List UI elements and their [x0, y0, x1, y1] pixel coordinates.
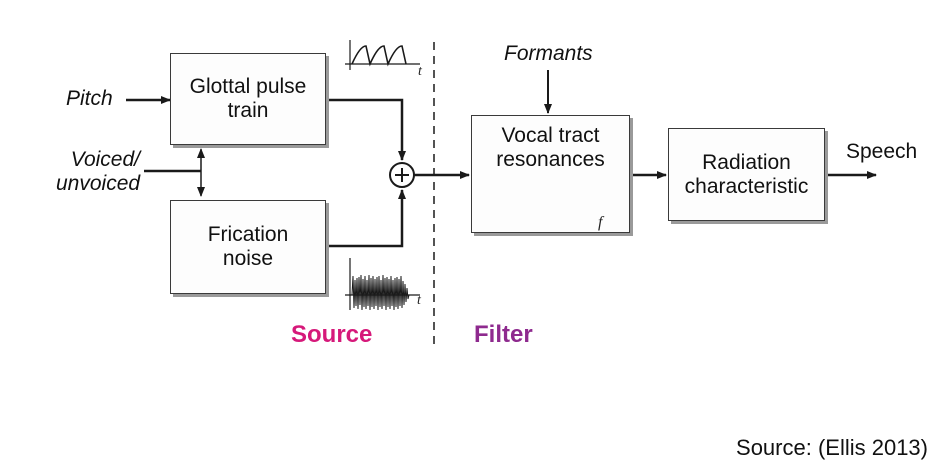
glottal-to-sum-line: [327, 98, 406, 161]
radiation-label-line2: characteristic: [684, 174, 809, 198]
glottal-label-line2: train: [227, 99, 269, 122]
voiced-label-line1: Voiced/: [70, 148, 140, 171]
source-section-label: Source: [291, 321, 373, 348]
pitch-label: Pitch: [66, 87, 113, 110]
vocal-label-line1: Vocal tract: [501, 124, 600, 147]
formants-label: Formants: [504, 42, 593, 65]
voiced-label-line2: unvoiced: [56, 172, 141, 195]
glottal-label-line1: Glottal pulse: [189, 75, 307, 98]
voiced-label: Voiced/ unvoiced: [56, 148, 140, 196]
glottal-t-label: t: [418, 64, 422, 79]
noise-t-label: t: [417, 293, 421, 308]
speech-label: Speech: [846, 140, 918, 163]
source-credit: Source: (Ellis 2013): [736, 435, 928, 460]
filter-section-label: Filter: [474, 321, 533, 348]
radiation-label-line1: Radiation: [702, 150, 791, 174]
spectrum-f-label: f: [598, 214, 603, 231]
frication-label-line1: Frication: [207, 223, 289, 246]
vocal-label-line2: resonances: [496, 148, 605, 171]
noise-to-sum-line: [327, 189, 406, 248]
frication-label-line2: noise: [222, 247, 274, 270]
glottal-waveform-icon: [345, 40, 420, 70]
noise-waveform-icon: [345, 258, 420, 311]
